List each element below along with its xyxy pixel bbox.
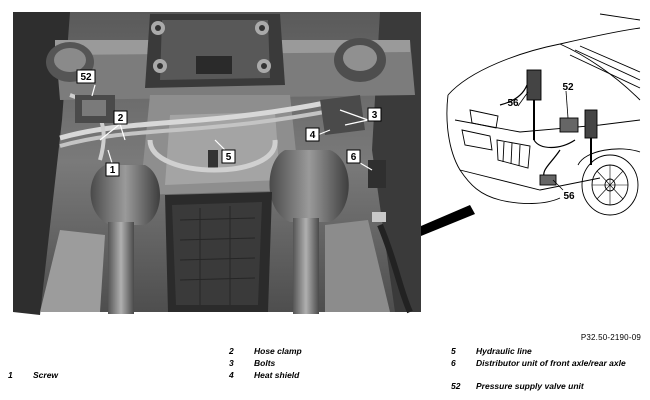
- photo-callout-5: 5: [221, 149, 236, 164]
- photo-leaders: [91, 84, 373, 171]
- legend-text: Heat shield: [254, 370, 300, 380]
- photo-callout-4: 4: [305, 127, 320, 142]
- legend-number: 6: [451, 358, 456, 368]
- svg-text:2: 2: [118, 113, 124, 124]
- inset-leaders: [517, 90, 569, 191]
- photo-callout-6: 6: [346, 149, 361, 164]
- legend-number: 2: [229, 346, 234, 356]
- svg-text:52: 52: [80, 72, 92, 83]
- legend-text: Hose clamp: [254, 346, 302, 356]
- legend-text: Pressure supply valve unit: [476, 381, 584, 391]
- legend-number: 1: [8, 370, 13, 380]
- photo-callout-3: 3: [367, 107, 382, 122]
- figure-reference: P32.50-2190-09: [580, 333, 641, 342]
- connector-wedge: [421, 205, 475, 236]
- legend-number: 4: [229, 370, 234, 380]
- svg-text:4: 4: [310, 130, 316, 141]
- svg-text:3: 3: [372, 110, 378, 121]
- legend-text: Screw: [33, 370, 59, 380]
- inset-car-drawing: [446, 13, 641, 216]
- svg-text:1: 1: [110, 165, 116, 176]
- photo-callout-52: 52: [76, 69, 96, 84]
- legend-number: 5: [451, 346, 456, 356]
- legend-text: Hydraulic line: [476, 346, 532, 356]
- inset-callouts: 52 56 56: [507, 82, 575, 202]
- legend-text: Bolts: [254, 358, 276, 368]
- inset-callout-56-bottom: 56: [563, 191, 575, 202]
- photo-callout-2: 2: [113, 110, 128, 125]
- svg-text:6: 6: [351, 152, 357, 163]
- legend-text: Distributor unit of front axle/rear axle: [476, 358, 626, 368]
- inset-callout-56-top: 56: [507, 98, 519, 109]
- photo-callout-1: 1: [105, 162, 120, 177]
- inset-callout-52: 52: [562, 82, 574, 93]
- svg-text:5: 5: [226, 152, 232, 163]
- legend-number: 52: [451, 381, 461, 391]
- legend-number: 3: [229, 358, 234, 368]
- photo-callouts: 52 2 1 5 3 4 6: [76, 69, 382, 177]
